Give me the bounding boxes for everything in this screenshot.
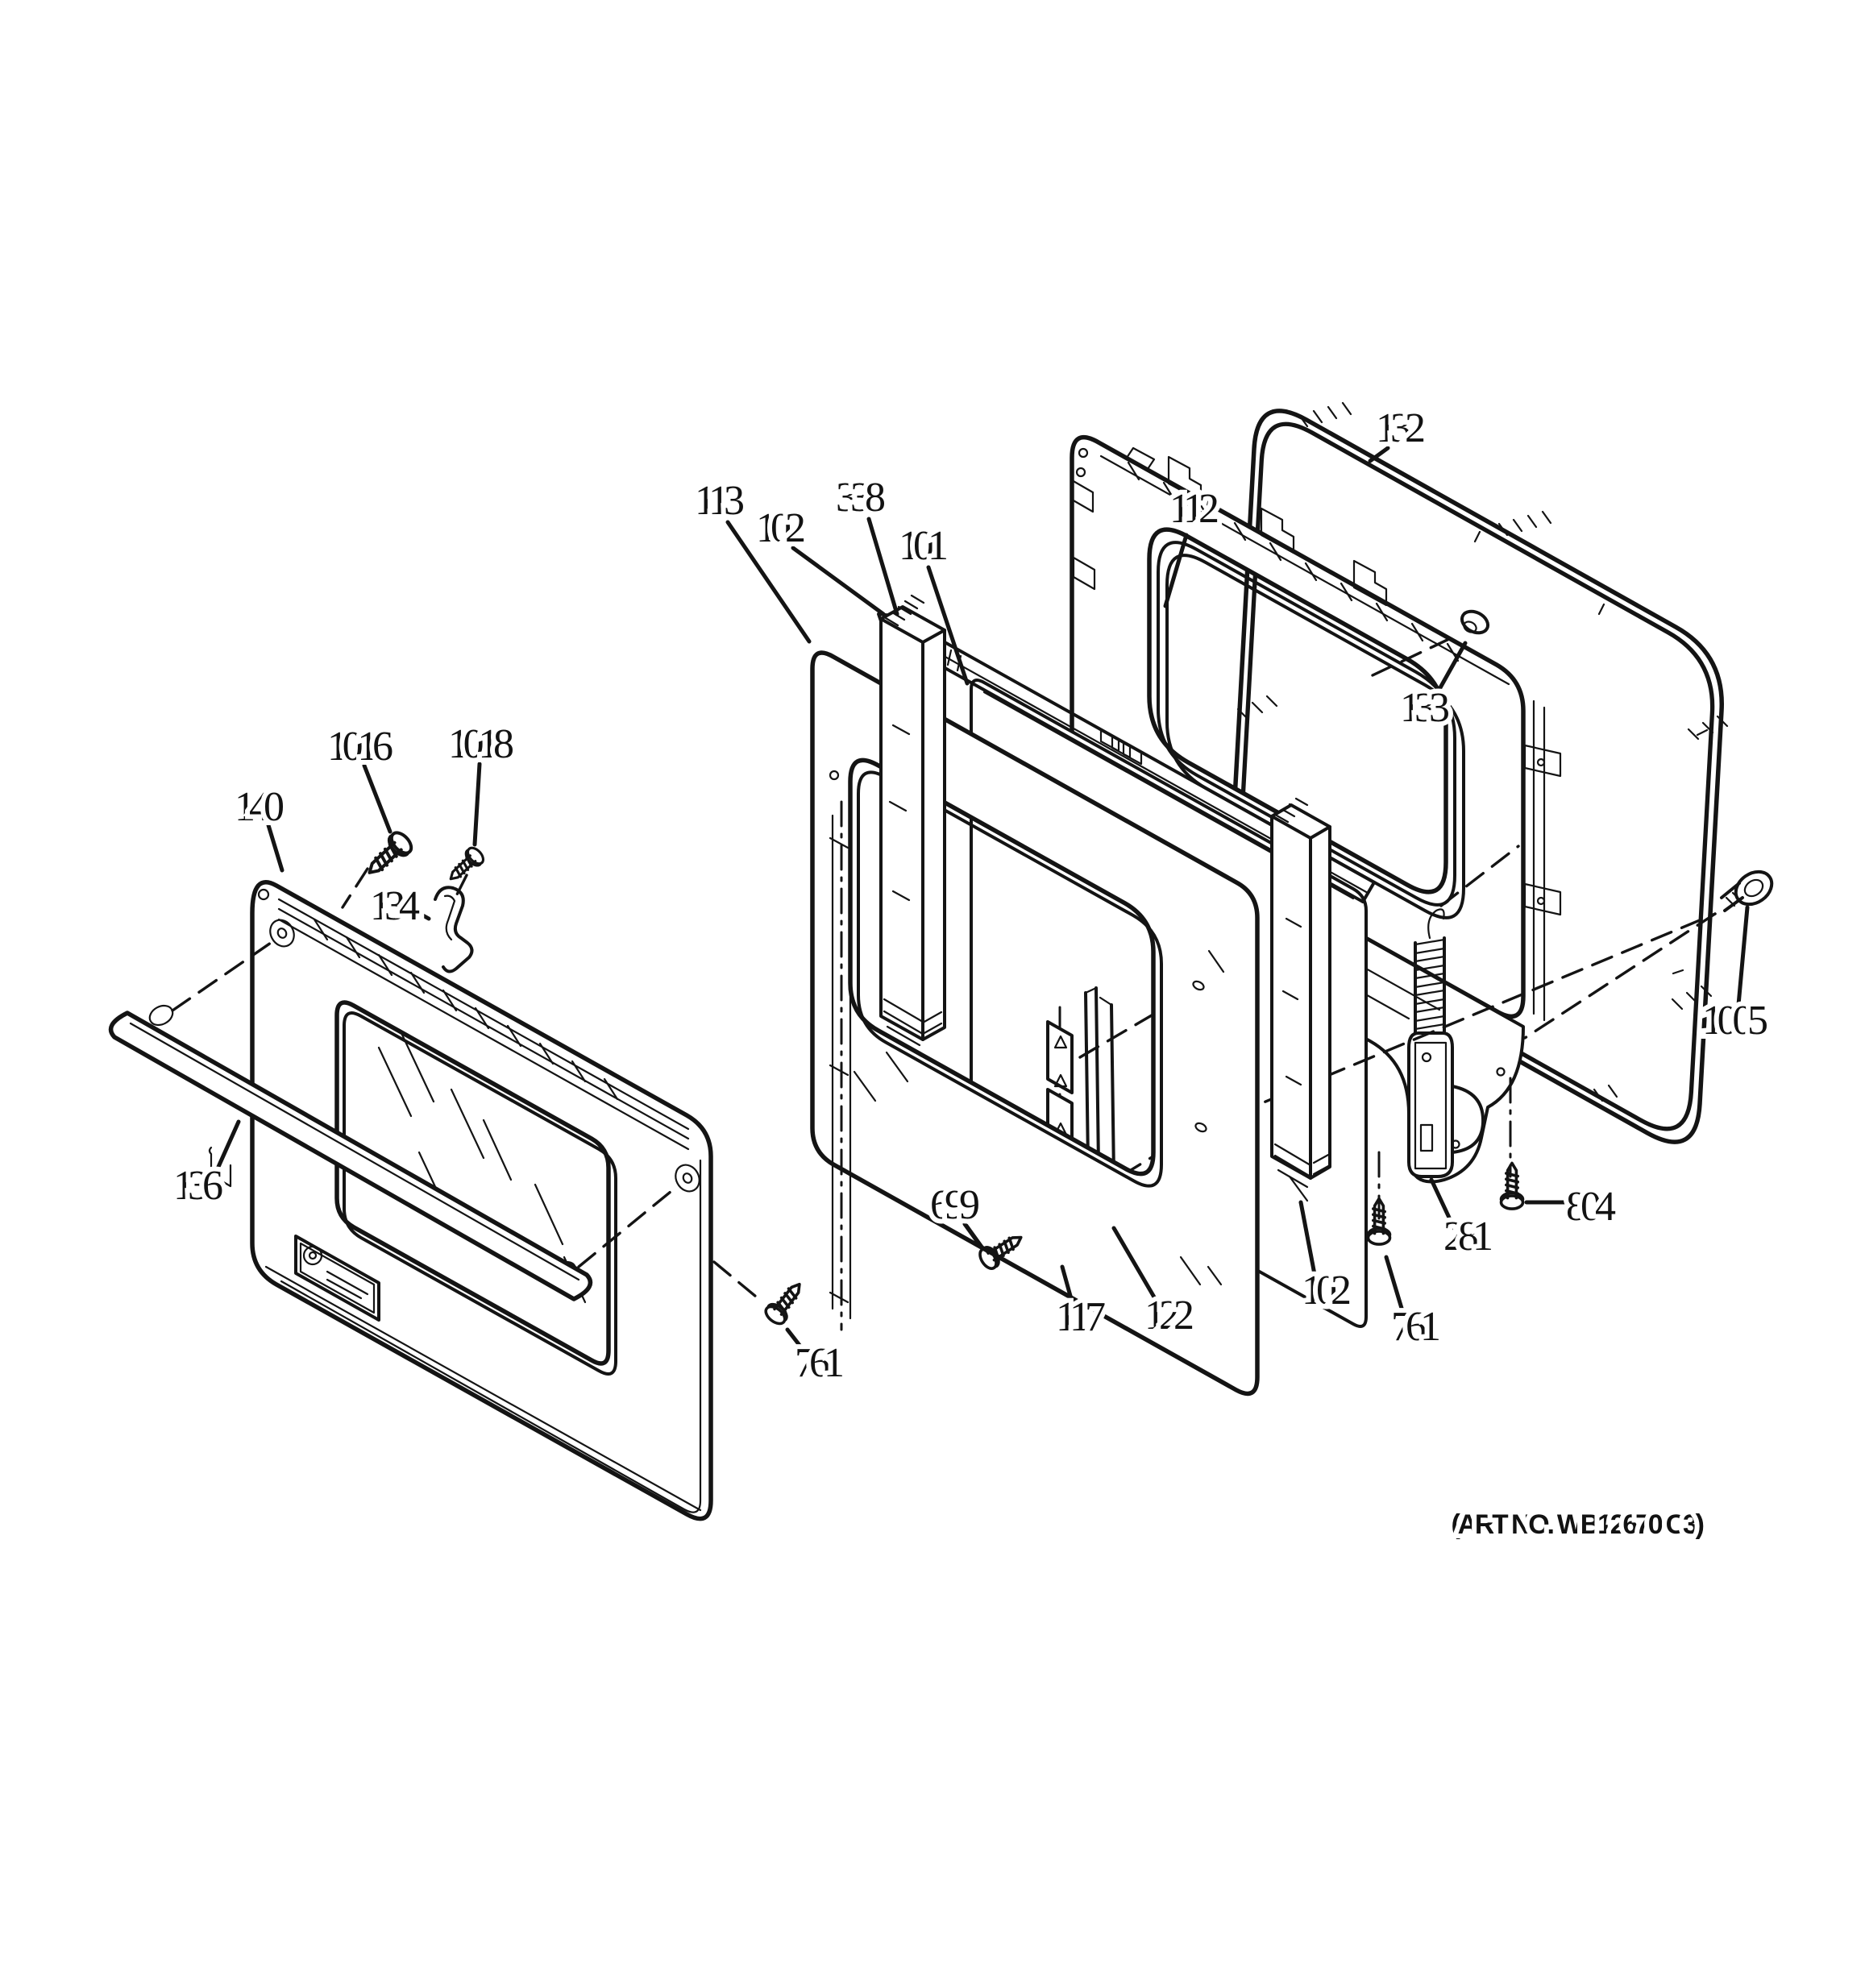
part-label-113: 113	[695, 478, 745, 524]
part-labels: 140 1016 1018 134 136 113 102 338 101 11…	[168, 401, 1773, 1545]
part-label-1016: 1016	[327, 724, 393, 770]
part-label-134: 134	[370, 883, 420, 929]
handle-boss	[257, 888, 700, 1193]
part-136-door-handle	[108, 941, 677, 1301]
part-804-screw	[1499, 1077, 1525, 1210]
part-label-1018: 1018	[448, 721, 514, 767]
part-label-102-right: 102	[1302, 1268, 1352, 1314]
part-134-clip	[434, 886, 474, 973]
part-102-spacer-right	[1270, 797, 1331, 1189]
part-label-281: 281	[1443, 1214, 1493, 1260]
part-label-101: 101	[899, 523, 949, 569]
part-761-screw-left	[712, 1260, 810, 1329]
part-1016-screw	[341, 827, 417, 909]
part-label-761-right: 761	[1391, 1304, 1441, 1350]
part-133-plug-button	[1371, 609, 1490, 677]
part-label-112: 112	[1169, 486, 1219, 532]
part-label-1005: 1005	[1702, 998, 1768, 1044]
part-label-761-left: 761	[795, 1340, 845, 1386]
part-281-latch-spring	[1407, 845, 1520, 1178]
part-label-140: 140	[235, 784, 285, 830]
part-113-outer-glass-panel	[810, 650, 1260, 1397]
part-1018-screw	[442, 844, 488, 903]
part-label-122: 122	[1144, 1293, 1194, 1338]
monogram-badge	[294, 1235, 380, 1322]
part-label-699: 699	[930, 1182, 980, 1228]
part-761-screw-right	[1366, 1151, 1392, 1246]
part-102-spacer-left	[879, 594, 946, 1047]
door-vent-band	[277, 898, 690, 1151]
part-1005-shoulder-screw	[1523, 869, 1774, 1040]
part-label-117: 117	[1056, 1294, 1106, 1340]
art-number: (ART NO. WB12670 C3)	[1452, 1509, 1705, 1540]
part-label-338: 338	[836, 475, 886, 521]
leader-lines	[209, 446, 1750, 1361]
part-140-outer-door-panel	[250, 880, 713, 1521]
part-label-132: 132	[1376, 405, 1426, 451]
part-label-804: 804	[1566, 1184, 1616, 1230]
left-retainer-strip	[829, 800, 852, 1331]
part-label-133: 133	[1400, 685, 1450, 731]
gasket-mount-nubs	[1194, 530, 1709, 975]
part-label-136: 136	[173, 1163, 223, 1209]
part-label-102-left: 102	[756, 505, 806, 551]
